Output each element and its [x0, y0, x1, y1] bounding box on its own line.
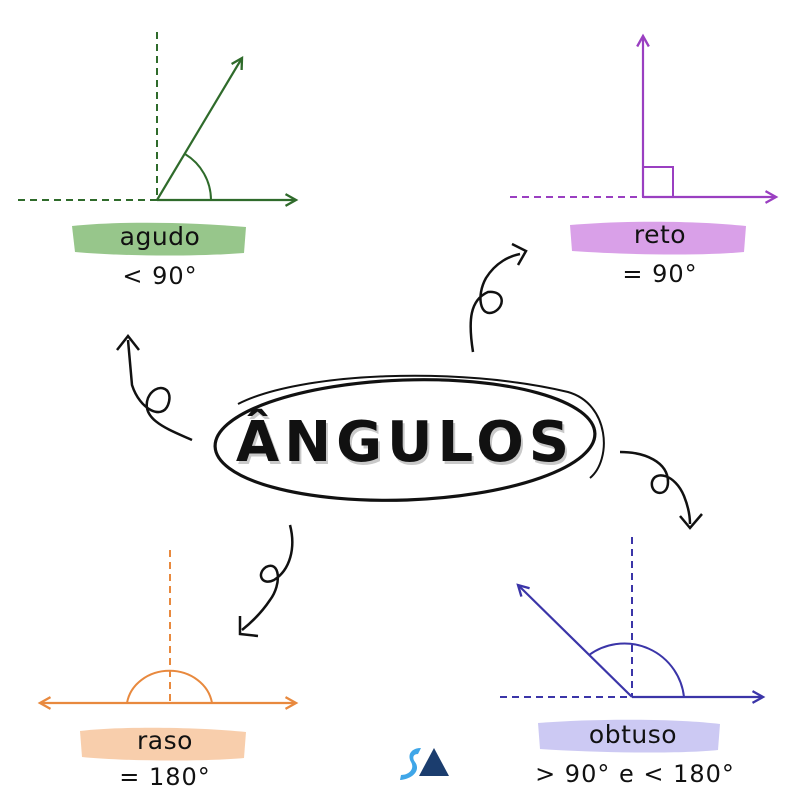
right-angle-diagram: [510, 36, 776, 197]
acute-name: agudo: [119, 222, 201, 251]
acute-label-highlight: [72, 222, 246, 256]
loop-arrow-to-obtuso: [619, 450, 703, 530]
sa-logo-icon: [400, 748, 449, 780]
right-label-highlight: [570, 221, 746, 255]
loop-arrow-to-raso: [238, 524, 294, 638]
straight-name: raso: [137, 726, 193, 755]
acute-angle-diagram: [18, 32, 296, 200]
straight-angle-diagram: [40, 550, 296, 703]
logo-a-shape: [419, 748, 449, 776]
obtuse-label-highlight: [538, 719, 720, 753]
central-ellipse: [213, 374, 605, 502]
logo-s-shape: [400, 748, 421, 780]
acute-value: < 90°: [122, 262, 198, 290]
straight-label-highlight: [80, 727, 246, 761]
straight-value: = 180°: [119, 763, 211, 791]
obtuse-name: obtuso: [588, 720, 678, 749]
loop-arrow-to-reto: [469, 242, 528, 353]
obtuse-angle-diagram: [500, 537, 763, 697]
obtuse-value: > 90° e < 180°: [535, 760, 735, 788]
right-value: = 90°: [622, 260, 698, 288]
loop-arrow-to-agudo: [116, 333, 193, 442]
diagram-title: ÂNGULOS: [235, 410, 575, 475]
right-name: reto: [633, 220, 687, 249]
